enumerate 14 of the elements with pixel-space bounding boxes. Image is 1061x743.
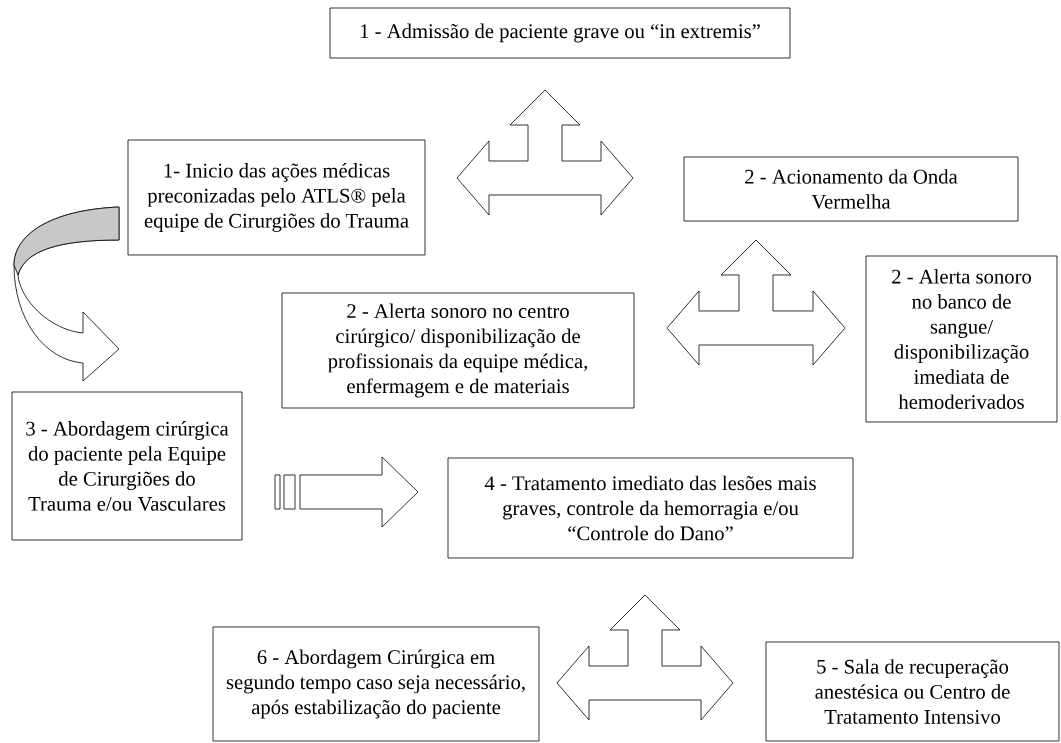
text-box: 5 - Sala de recuperação anestésica ou Centro de Tratamento Intensivo — [765, 641, 1060, 742]
curved-arrow — [13, 206, 120, 382]
three-way-arrow — [556, 594, 734, 721]
text-box: 2 - Alerta sonoro no centro cirúrgico/ disponibilização de profissionais da equipe médica, enfermagem e de materiais — [281, 292, 635, 409]
text-box: 1 - Admissão de paciente grave ou “in extremis” — [329, 7, 791, 59]
text-box: 2 - Alerta sonoro no banco de sangue/ disponibilização imediata de hemoderivados — [865, 255, 1058, 423]
text-box: 4 - Tratamento imediato das lesões mais graves, controle da hemorragia e/ou “Controle do Dano” — [447, 457, 854, 559]
text-box: 1- Inicio das ações médicas preconizadas pelo ATLS® pela equipe de Cirurgiões do Trauma — [127, 139, 426, 256]
text-box: 3 - Abordagem cirúrgica do paciente pela Equipe de Cirurgiões do Trauma e/ou Vasculares — [11, 391, 243, 541]
three-way-arrow — [666, 239, 846, 366]
three-way-arrow — [456, 89, 634, 216]
text-box: 6 - Abordagem Cirúrgica em segundo tempo caso seja necessário, após estabilização do paciente — [212, 626, 540, 742]
text-box: 2 - Acionamento da Onda Vermelha — [683, 156, 1019, 222]
striped-arrow — [274, 456, 419, 528]
